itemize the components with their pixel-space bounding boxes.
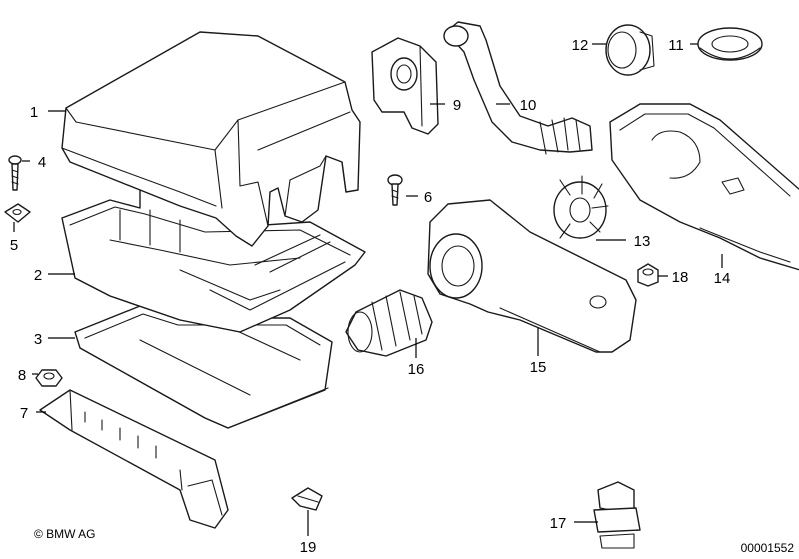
part-grommet-11 [697,27,763,61]
callout-5: 5 [10,237,18,254]
callout-13: 13 [634,233,651,250]
callout-18: 18 [672,269,689,286]
part-sensor-17 [593,481,641,549]
part-fan-13 [553,175,609,239]
callout-15: 15 [530,359,547,376]
callout-3: 3 [34,331,42,348]
image-number: 00001552 [741,541,795,555]
part-nut-8 [35,369,63,387]
callout-labels: 1 2 3 4 5 6 7 8 9 10 11 12 13 14 15 16 1… [10,37,731,556]
callout-8: 8 [18,367,26,384]
callout-10: 10 [520,97,537,114]
callout-1: 1 [30,104,38,121]
part-hose-10 [443,21,593,155]
part-mount-9 [371,37,439,135]
callout-14: 14 [714,270,731,287]
callout-2: 2 [34,267,42,284]
copyright-text: © BMW AG [34,527,96,541]
part-lower-housing [61,189,366,333]
callout-11: 11 [668,37,684,54]
part-nut-18 [637,263,659,287]
callout-7: 7 [20,405,28,422]
part-cover [61,31,361,247]
part-intake-15 [427,199,637,353]
callout-16: 16 [408,361,425,378]
callout-6: 6 [424,189,432,206]
callout-19: 19 [300,539,317,556]
part-cap-12 [605,24,655,76]
part-bracket-7 [39,389,229,529]
part-clip-nut-5 [4,203,31,223]
callout-17: 17 [550,515,567,532]
part-duct-14 [609,103,799,271]
part-screw-4 [8,155,22,191]
callout-9: 9 [453,97,461,114]
callout-12: 12 [572,37,589,54]
part-tray-bottom [74,305,333,429]
leader-lines [13,43,723,536]
part-bellows-16 [345,289,433,357]
callout-4: 4 [38,154,46,171]
part-screw-6 [387,174,403,206]
part-clip-19 [291,487,323,511]
